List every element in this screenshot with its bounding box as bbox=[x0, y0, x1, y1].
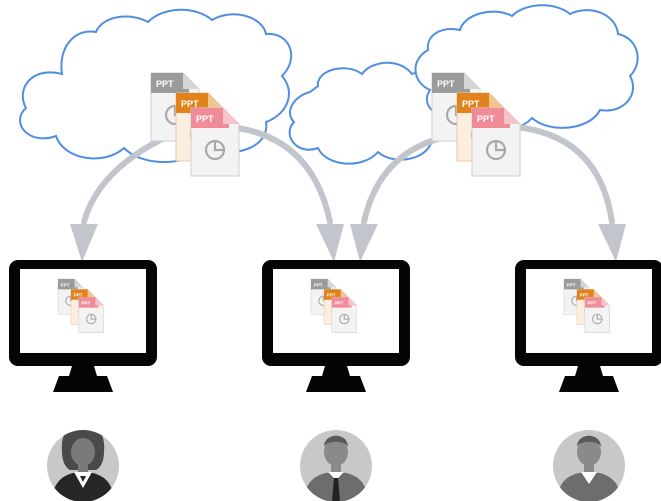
svg-text:PPT: PPT bbox=[181, 99, 199, 109]
arrowhead-right bbox=[598, 224, 626, 262]
svg-text:PPT: PPT bbox=[567, 282, 576, 287]
ppt-file-stack-cloud-right: PPT PPT PPT bbox=[430, 71, 522, 178]
ppt-file-gray: PPT bbox=[149, 71, 201, 143]
computer-right: PPT PPT PPT bbox=[515, 260, 661, 392]
female-user-avatar bbox=[47, 430, 119, 501]
svg-text:PPT: PPT bbox=[327, 293, 336, 298]
ppt-file-orange: PPT bbox=[455, 91, 507, 163]
ppt-file-orange: PPT bbox=[174, 91, 226, 163]
svg-text:PPT: PPT bbox=[477, 114, 495, 124]
arrow-left-cloud-to-computer-left bbox=[81, 133, 171, 225]
ppt-file-orange: PPT bbox=[576, 288, 603, 326]
ppt-file-stack-screen: PPT PPT PPT bbox=[57, 278, 105, 334]
ppt-file-pink: PPT bbox=[470, 106, 522, 178]
ppt-file-gray: PPT bbox=[430, 71, 482, 143]
arrowhead-center-b bbox=[350, 224, 378, 262]
ppt-file-orange: PPT bbox=[70, 288, 97, 326]
svg-text:PPT: PPT bbox=[156, 79, 174, 89]
svg-text:PPT: PPT bbox=[196, 114, 214, 124]
ppt-file-stack-cloud-left: PPT PPT PPT bbox=[149, 71, 241, 178]
svg-text:PPT: PPT bbox=[74, 293, 83, 298]
ppt-file-pink: PPT bbox=[189, 106, 241, 178]
svg-text:PPT: PPT bbox=[580, 293, 589, 298]
ppt-file-pink: PPT bbox=[331, 296, 358, 334]
svg-text:PPT: PPT bbox=[61, 282, 70, 287]
ppt-file-stack-screen: PPT PPT PPT bbox=[310, 278, 358, 334]
ppt-file-gray: PPT bbox=[563, 278, 590, 315]
svg-text:PPT: PPT bbox=[437, 79, 455, 89]
ppt-file-gray: PPT bbox=[57, 278, 84, 315]
svg-text:PPT: PPT bbox=[81, 300, 90, 305]
male-user-avatar-tie bbox=[300, 430, 372, 501]
svg-text:PPT: PPT bbox=[334, 300, 343, 305]
ppt-file-gray: PPT bbox=[310, 278, 337, 315]
svg-text:PPT: PPT bbox=[587, 300, 596, 305]
ppt-file-stack-screen: PPT PPT PPT bbox=[563, 278, 611, 334]
svg-text:PPT: PPT bbox=[314, 282, 323, 287]
arrowheads bbox=[70, 224, 626, 262]
male-user-avatar bbox=[553, 430, 625, 501]
computer-left: PPT PPT PPT bbox=[9, 260, 157, 392]
computer-center: PPT PPT PPT bbox=[262, 260, 410, 392]
arrowhead-left bbox=[70, 224, 98, 262]
ppt-file-pink: PPT bbox=[78, 296, 105, 334]
ppt-file-pink: PPT bbox=[584, 296, 611, 334]
svg-text:PPT: PPT bbox=[462, 99, 480, 109]
arrowhead-center-a bbox=[316, 224, 344, 262]
ppt-file-orange: PPT bbox=[323, 288, 350, 326]
